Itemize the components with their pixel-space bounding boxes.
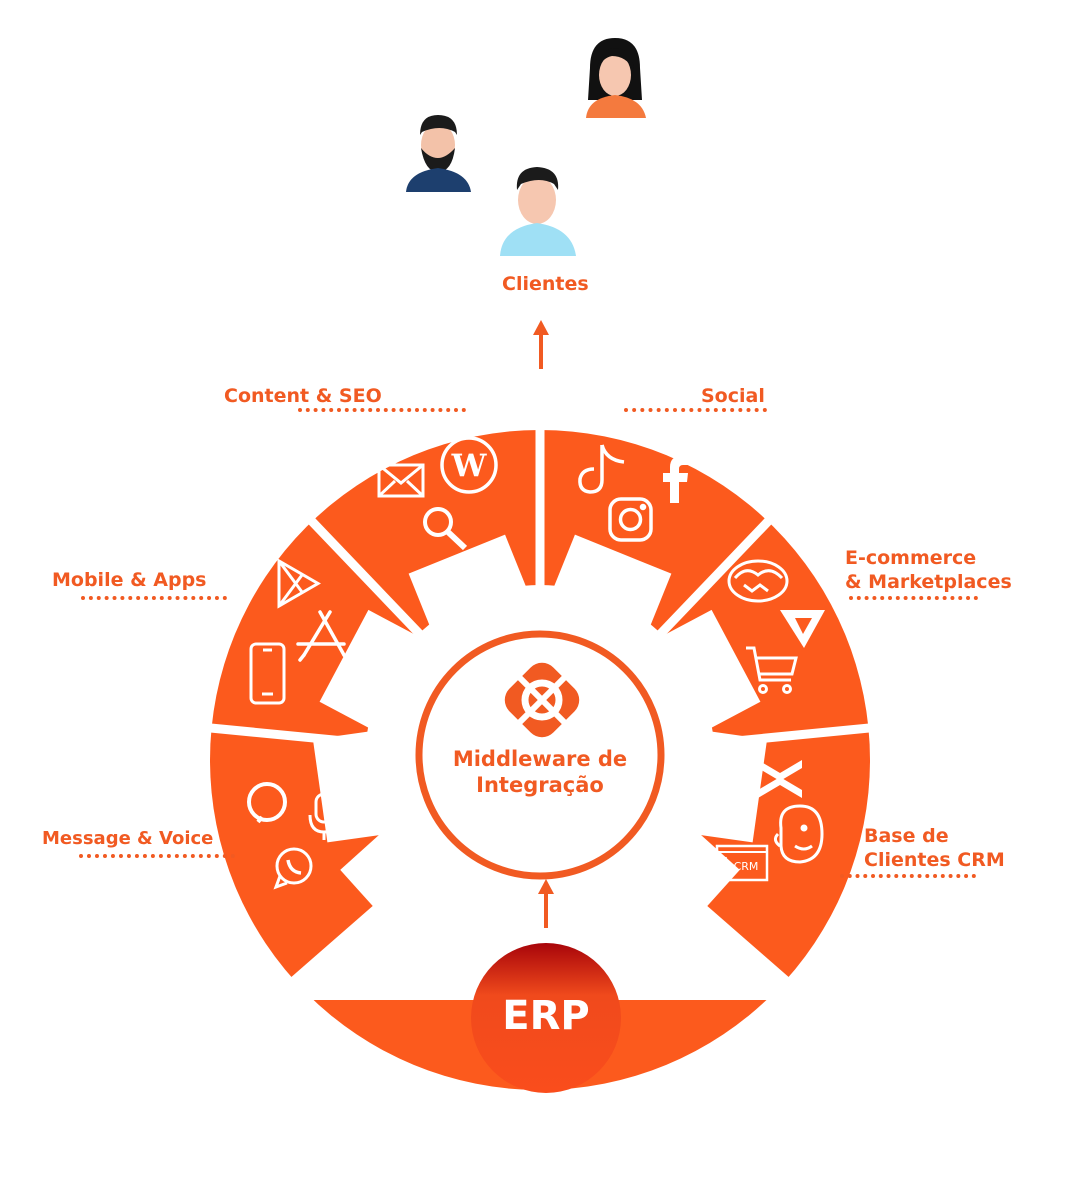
man-avatar-icon bbox=[500, 167, 576, 256]
erp-label[interactable]: ERP bbox=[502, 993, 590, 1039]
smartphone-icon bbox=[249, 642, 286, 705]
svg-text:W: W bbox=[451, 448, 488, 484]
mobile-apps-label: Mobile & Apps bbox=[52, 569, 207, 591]
arrow-to-clients-icon bbox=[533, 320, 549, 369]
message-voice-connector bbox=[79, 854, 235, 858]
middleware-hub bbox=[415, 630, 665, 880]
google-play-icon bbox=[277, 558, 322, 609]
clients-label: Clientes bbox=[502, 273, 589, 295]
xtrategy-icon bbox=[758, 760, 802, 798]
social-connector bbox=[624, 408, 767, 412]
middleware-title-line1: Middleware de bbox=[452, 747, 628, 771]
crm-badge-text: CRM bbox=[734, 860, 759, 873]
shopping-cart-icon bbox=[746, 646, 798, 694]
crm-label-line2: Clientes CRM bbox=[864, 849, 1005, 871]
woman-avatar-icon bbox=[586, 38, 646, 118]
middleware-title: Middleware de Integração bbox=[430, 746, 650, 798]
search-icon bbox=[423, 507, 468, 551]
mailchimp-icon bbox=[773, 804, 824, 864]
wordpress-icon: W bbox=[440, 436, 498, 494]
mail-icon bbox=[377, 463, 425, 498]
mercado-livre-icon bbox=[727, 559, 789, 603]
facebook-icon bbox=[663, 456, 688, 503]
crm-label-line1: Base de bbox=[864, 825, 949, 847]
middleware-logo-icon bbox=[504, 662, 580, 738]
app-store-icon bbox=[296, 610, 350, 662]
message-voice-label: Message & Voice bbox=[42, 828, 214, 849]
alexa-icon bbox=[247, 782, 287, 824]
social-label: Social bbox=[701, 385, 765, 407]
vtex-icon bbox=[780, 610, 825, 648]
whatsapp-icon bbox=[273, 847, 313, 890]
microphone-icon bbox=[308, 792, 340, 840]
content-seo-connector bbox=[298, 408, 466, 412]
mobile-apps-connector bbox=[81, 596, 227, 600]
crm-connector bbox=[840, 874, 976, 878]
content-seo-label: Content & SEO bbox=[224, 385, 382, 407]
bearded-man-avatar-icon bbox=[406, 115, 471, 192]
ecommerce-label-line2: & Marketplaces bbox=[845, 571, 1012, 593]
crm-screen-icon: CRM bbox=[715, 844, 769, 882]
ecommerce-label-line1: E-commerce bbox=[845, 547, 977, 569]
instagram-icon bbox=[608, 497, 653, 542]
tiktok-icon bbox=[578, 444, 625, 494]
erp-circle[interactable] bbox=[471, 943, 621, 1093]
middleware-title-line2: Integração bbox=[476, 773, 604, 797]
ecommerce-connector bbox=[849, 596, 978, 600]
